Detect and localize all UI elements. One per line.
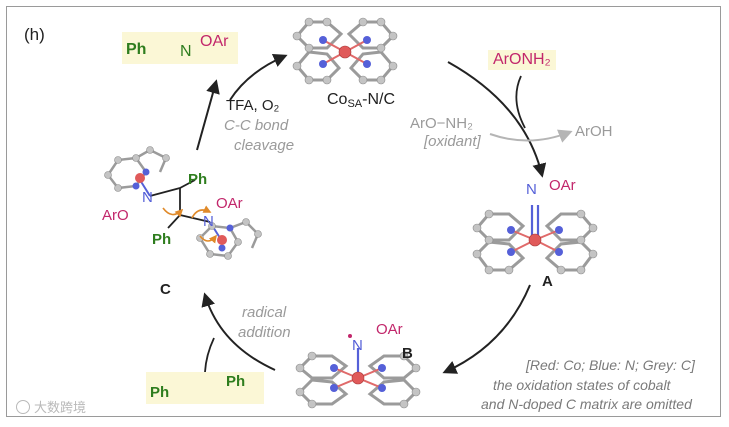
oxidant-label: [oxidant] — [424, 133, 481, 150]
product-n: N — [180, 43, 192, 60]
step-radical-line1: radical — [242, 304, 287, 321]
step-tfa-label: TFA, O₂ — [226, 97, 280, 114]
intermediate-a-n: N — [526, 181, 537, 198]
product-highlight — [122, 32, 238, 64]
intermediate-c-ph-top: Ph — [188, 171, 208, 188]
intermediate-b-label: B — [402, 345, 413, 362]
product-oar: OAr — [200, 33, 229, 50]
styrene-ph-right: Ph — [226, 373, 246, 390]
cycle-arrow-bottom-left — [201, 292, 276, 371]
product-ph: Ph — [126, 41, 147, 58]
step-cleavage-line2: cleavage — [234, 137, 295, 154]
panel-label: (h) — [24, 25, 45, 44]
legend-line2: the oxidation states of cobalt — [493, 377, 671, 393]
byproduct-label: ArOH — [575, 123, 613, 140]
intermediate-c-ph-left: Ph — [152, 231, 172, 248]
watermark: 大数跨境 — [16, 400, 86, 414]
byproduct-arrow — [489, 129, 573, 143]
step-cleavage-line1: C-C bond — [224, 117, 289, 134]
figure-frame — [6, 6, 721, 417]
intermediate-b-structure — [295, 348, 421, 409]
intermediate-c-aro: ArO — [102, 207, 129, 224]
legend-line3: and N-doped C matrix are omitted — [481, 396, 692, 412]
intermediate-b-n: N — [352, 337, 363, 354]
styrene-ph-left: Ph — [150, 384, 170, 401]
catalyst-structure — [292, 17, 398, 85]
intermediate-b-oar: OAr — [376, 321, 403, 338]
step-radical-line2: addition — [238, 324, 291, 341]
cycle-arrow-top — [229, 54, 288, 101]
intermediate-c-n-left: N — [142, 189, 153, 206]
cycle-arrow-right-bottom — [442, 284, 531, 374]
intermediate-a-structure — [472, 205, 598, 275]
reagent-amine: ArONH₂ — [488, 50, 556, 70]
intermediate-c-oar: OAr — [216, 195, 243, 212]
legend-line1: [Red: Co; Blue: N; Grey: C] — [526, 357, 695, 373]
styrene-highlight — [146, 372, 264, 404]
intermediate-c-n-right: N — [203, 213, 214, 230]
amine-feed-arrow — [515, 75, 526, 129]
intermediate-c-label: C — [160, 281, 171, 298]
intermediate-a-label: A — [542, 273, 553, 290]
catalyst-label: CoSA-N/C — [327, 91, 396, 110]
radical-dot — [348, 334, 352, 338]
intermediate-a-oar: OAr — [549, 177, 576, 194]
intermediate-c-structure — [104, 146, 262, 260]
styrene-feed-arrow — [204, 337, 215, 373]
watermark-icon — [16, 400, 30, 414]
cycle-arrow-left — [196, 79, 220, 151]
cycle-arrow-right-top — [447, 61, 547, 178]
oxidant-formula: ArO−NH₂ — [410, 115, 473, 132]
